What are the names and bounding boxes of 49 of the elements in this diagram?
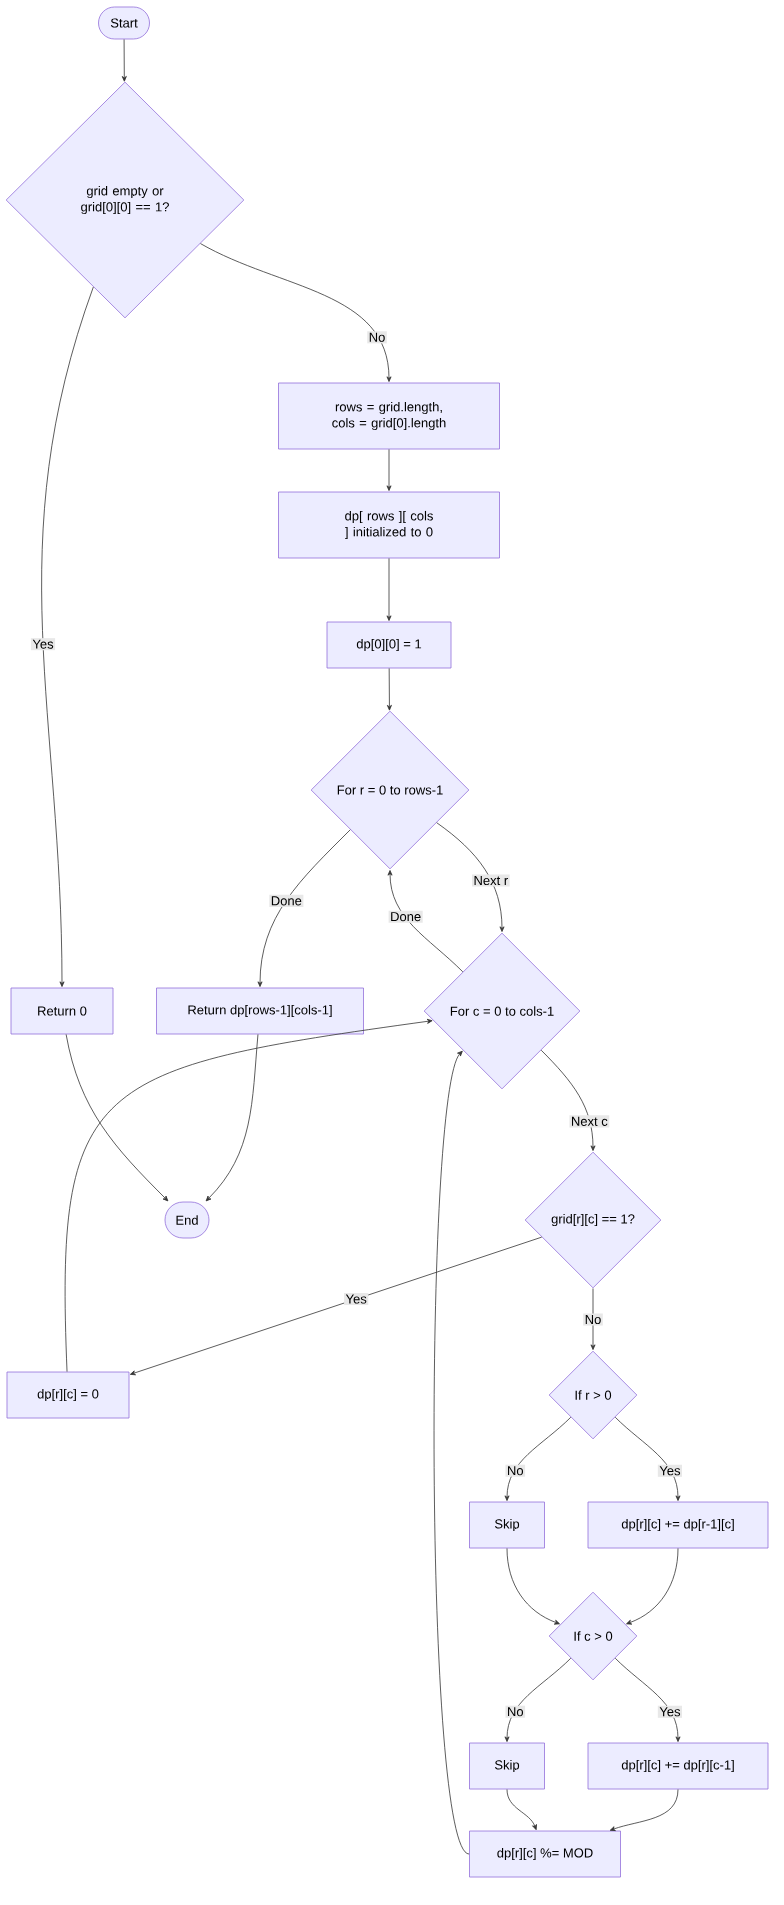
arrow: [614, 1416, 681, 1501]
arrow: [129, 1236, 543, 1376]
arrow: [387, 870, 464, 973]
process-box: dp[ rows ][ cols ] initialized to 0: [278, 491, 500, 559]
arrow: [200, 243, 392, 382]
process-box: Skip: [469, 1501, 545, 1549]
process-box: Return 0: [10, 987, 114, 1035]
arrow: [626, 1548, 679, 1625]
edge-label: Yes: [657, 1705, 683, 1718]
process-box: dp[r][c] %= MOD: [469, 1830, 621, 1878]
edge-label: No: [505, 1705, 526, 1718]
edge-label: Yes: [657, 1464, 683, 1477]
process-box: Return dp[rows-1][cols-1]: [156, 987, 364, 1035]
edge-label: No: [583, 1313, 603, 1326]
arrow: [506, 1548, 560, 1625]
edge-label: Yes: [344, 1293, 369, 1306]
arrow: [386, 558, 392, 621]
arrow: [614, 1657, 681, 1742]
arrow: [590, 1288, 596, 1350]
arrow: [504, 1416, 572, 1501]
terminal-node: Start: [98, 6, 150, 40]
process-box: dp[r][c] += dp[r-1][c]: [587, 1501, 769, 1549]
arrow: [433, 1050, 470, 1855]
process-box: dp[r][c] = 0: [6, 1371, 130, 1419]
edge-label: Next r: [472, 874, 510, 887]
arrow: [65, 1034, 169, 1202]
arrow: [121, 39, 127, 82]
process-box: rows = grid.length, cols = grid[0].length: [278, 382, 500, 450]
edge-label: Done: [269, 894, 304, 907]
arrow: [64, 1018, 433, 1372]
arrow: [386, 668, 392, 711]
edge-label: No: [505, 1464, 526, 1477]
edge-label: Yes: [30, 638, 56, 651]
arrow: [609, 1789, 679, 1831]
edge-label: Done: [388, 910, 423, 923]
edge-label: No: [367, 331, 387, 344]
arrow: [205, 1034, 259, 1202]
arrow: [436, 822, 505, 932]
arrow: [540, 1049, 596, 1151]
arrow: [257, 829, 351, 987]
process-box: dp[0][0] = 1: [326, 621, 452, 669]
process-box: Skip: [469, 1742, 545, 1790]
arrow: [504, 1657, 572, 1742]
arrow: [41, 286, 94, 987]
arrow: [506, 1789, 537, 1831]
process-box: dp[r][c] += dp[r][c-1]: [587, 1742, 769, 1790]
edge-label: Next c: [569, 1115, 610, 1128]
terminal-node: End: [164, 1201, 210, 1239]
arrow: [386, 449, 392, 491]
